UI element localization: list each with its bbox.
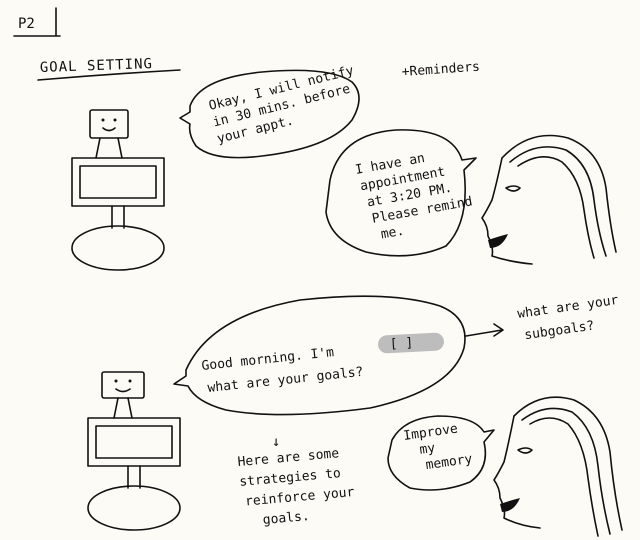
robot-screen	[95, 425, 173, 459]
robot-name-highlight	[378, 332, 444, 354]
robot-bottom	[87, 371, 181, 531]
robot-greeting-bubble-outline	[173, 295, 466, 416]
user-eye	[505, 185, 521, 192]
robot-reply-bubble-outline	[179, 69, 360, 159]
user-reply-text: Improve my memory	[402, 420, 473, 476]
user-face-profile	[493, 415, 541, 529]
section-title: GOAL SETTING	[37, 56, 181, 81]
robot-head	[101, 371, 145, 399]
robot-greeting-bubble: Good morning. I'm [ ] what are your goal…	[173, 295, 466, 416]
robot-neck	[95, 137, 123, 159]
robot-base	[71, 225, 165, 271]
section-title-underline	[37, 69, 181, 81]
followup-arrow	[465, 323, 504, 337]
user-reply-bubble: Improve my memory	[387, 415, 495, 491]
robot-smile	[115, 388, 131, 393]
user-hair-inner	[517, 156, 595, 259]
user-reply-bubble-outline	[387, 415, 495, 491]
user-hair-outer	[513, 396, 623, 531]
robot-reply-text: Okay, I will notify in 30 mins. before y…	[207, 61, 371, 146]
followup-question: what are your subgoals?	[516, 292, 630, 344]
robot-eye-right	[113, 118, 117, 122]
robot-top	[71, 109, 165, 271]
robot-eye-left	[114, 379, 118, 383]
robot-eye-right	[128, 379, 132, 383]
user-mouth	[488, 234, 508, 248]
user-hair-mid	[509, 146, 607, 257]
robot-body-outer	[87, 417, 181, 467]
robot-body-outer	[71, 157, 165, 207]
robot-head	[89, 109, 129, 139]
page-label: P2	[13, 7, 61, 37]
page-label-text: P2	[18, 16, 35, 32]
robot-neck	[113, 397, 133, 419]
down-arrow-icon: ↓	[272, 434, 280, 450]
user-hair-outer	[501, 134, 617, 253]
robot-smile	[102, 127, 116, 132]
user-hair-mid	[521, 407, 611, 535]
user-request-text: I have an appointment at 3:20 PM. Please…	[354, 143, 484, 245]
user-hair-inner	[529, 417, 599, 537]
user-request-bubble: I have an appointment at 3:20 PM. Please…	[325, 129, 484, 257]
user-head-bottom	[493, 396, 623, 537]
user-eye	[517, 447, 533, 454]
robot-name-placeholder: [ ]	[389, 336, 413, 352]
robot-eye-left	[101, 118, 105, 122]
robot-stand	[111, 205, 125, 229]
user-head-top	[481, 134, 617, 265]
section-title-text: GOAL SETTING	[40, 56, 154, 76]
user-mouth	[500, 498, 520, 512]
user-request-bubble-outline	[325, 129, 477, 257]
robot-reply-bubble: Okay, I will notify in 30 mins. before y…	[179, 61, 371, 159]
robot-base	[87, 485, 181, 531]
strategies-note: Here are some strategies to reinforce yo…	[237, 444, 364, 529]
page-label-corner	[13, 7, 61, 37]
robot-stand	[127, 465, 141, 489]
user-face-profile	[481, 157, 533, 265]
robot-screen	[79, 165, 157, 199]
reminders-annotation: +Reminders	[401, 60, 480, 80]
